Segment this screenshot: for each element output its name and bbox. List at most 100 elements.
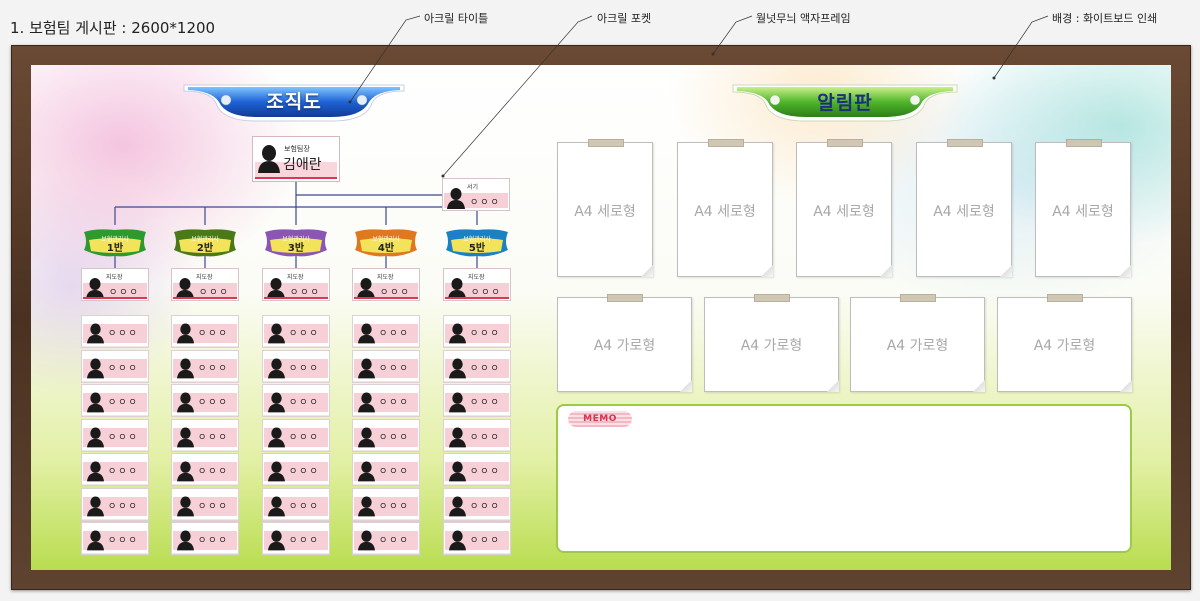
pocket-label: A4 세로형 bbox=[1052, 204, 1114, 220]
pocket-label: A4 가로형 bbox=[740, 338, 803, 354]
member-name: ㅇㅇㅇ bbox=[198, 432, 229, 443]
leader-name: ㅇㅇㅇ bbox=[471, 288, 502, 298]
person-silhouette-icon bbox=[177, 427, 194, 447]
slot-divider bbox=[263, 380, 329, 382]
member-name: ㅇㅇㅇ bbox=[198, 398, 229, 408]
leader-role: 지도장 bbox=[106, 274, 123, 281]
member-name: ㅇㅇㅇ bbox=[198, 467, 229, 477]
pocket-label: A4 가로형 bbox=[593, 338, 656, 354]
tape bbox=[708, 139, 744, 147]
member-slot: ㅇㅇㅇ bbox=[262, 522, 330, 555]
member-slot: ㅇㅇㅇ bbox=[352, 315, 420, 348]
person-silhouette-icon bbox=[258, 145, 280, 173]
slot-divider bbox=[444, 415, 510, 416]
page-curl bbox=[680, 380, 692, 392]
person-silhouette-icon bbox=[449, 530, 466, 551]
a4-portrait-pocket-4: A4 세로형 bbox=[916, 139, 1012, 277]
pocket-label: A4 세로형 bbox=[933, 204, 995, 220]
a4-landscape-pocket-3: A4 가로형 bbox=[850, 294, 985, 392]
member-slot: ㅇㅇㅇ bbox=[81, 418, 149, 452]
slot-divider bbox=[82, 518, 148, 520]
member-slot: ㅇㅇㅇ bbox=[81, 384, 149, 417]
member-slot: ㅇㅇㅇ bbox=[81, 487, 149, 521]
person-silhouette-icon bbox=[358, 358, 375, 378]
callout-acrylic-title: 아크릴 타이틀 bbox=[424, 12, 489, 25]
member-name: ㅇㅇㅇ bbox=[108, 536, 139, 546]
member-name: ㅇㅇㅇ bbox=[470, 398, 501, 408]
person-silhouette-icon bbox=[449, 392, 466, 413]
member-name: ㅇㅇㅇ bbox=[470, 432, 501, 443]
notice-title-plate-shape bbox=[732, 84, 958, 122]
person-silhouette-icon bbox=[268, 358, 285, 378]
a4-landscape-pocket-2: A4 가로형 bbox=[704, 294, 839, 392]
team-badge-shape bbox=[265, 229, 327, 257]
member-slot: ㅇㅇㅇ bbox=[443, 384, 511, 417]
pocket-label: A4 가로형 bbox=[1033, 338, 1096, 354]
person-silhouette-icon bbox=[358, 323, 375, 344]
slot-divider bbox=[444, 449, 510, 451]
member-name: ㅇㅇㅇ bbox=[379, 501, 410, 512]
member-name: ㅇㅇㅇ bbox=[289, 432, 320, 443]
slot-divider bbox=[263, 346, 329, 347]
person-silhouette-icon bbox=[177, 323, 194, 344]
person-silhouette-icon bbox=[268, 427, 285, 447]
card-underline bbox=[264, 297, 328, 299]
member-slot: ㅇㅇㅇ bbox=[81, 349, 149, 383]
tape bbox=[588, 139, 624, 147]
slot-divider bbox=[353, 449, 419, 451]
team-badge-subtitle: 보험관리사 bbox=[191, 235, 219, 243]
person-silhouette-icon bbox=[86, 278, 104, 299]
member-name: ㅇㅇㅇ bbox=[108, 363, 139, 374]
person-silhouette-icon bbox=[87, 427, 104, 447]
leader-dot-acrylic-pocket bbox=[441, 174, 445, 178]
walnut-frame: 조직도 알림판 bbox=[11, 45, 1191, 590]
slot-divider bbox=[172, 449, 238, 451]
person-silhouette-icon bbox=[87, 496, 104, 516]
person-silhouette-icon bbox=[268, 530, 285, 551]
slot-divider bbox=[172, 380, 238, 382]
leader-line-acrylic-pocket bbox=[442, 15, 593, 177]
member-slot: ㅇㅇㅇ bbox=[352, 418, 420, 452]
page-curl bbox=[1120, 380, 1132, 392]
member-name: ㅇㅇㅇ bbox=[108, 398, 139, 408]
slot-divider bbox=[172, 518, 238, 520]
a4-landscape-pocket-1: A4 가로형 bbox=[557, 294, 692, 392]
team-leader-name: 김애란 bbox=[283, 157, 322, 173]
team-badge-name: 3반 bbox=[287, 242, 305, 254]
member-slot: ㅇㅇㅇ bbox=[262, 349, 330, 383]
memo-area: MEMO bbox=[556, 404, 1132, 553]
a4-portrait-pocket-3: A4 세로형 bbox=[796, 139, 892, 277]
memo-tag: MEMO bbox=[568, 411, 632, 427]
member-slot: ㅇㅇㅇ bbox=[262, 384, 330, 417]
team-badge-shape bbox=[174, 229, 236, 257]
member-name: ㅇㅇㅇ bbox=[108, 329, 139, 339]
person-silhouette-icon bbox=[268, 496, 285, 516]
person-silhouette-icon bbox=[177, 358, 194, 378]
page-curl bbox=[973, 380, 985, 392]
member-name: ㅇㅇㅇ bbox=[198, 536, 229, 546]
slot-divider bbox=[172, 415, 238, 416]
leader-line-acrylic-title bbox=[349, 15, 421, 103]
member-slot: ㅇㅇㅇ bbox=[171, 315, 239, 348]
member-slot: ㅇㅇㅇ bbox=[443, 315, 511, 348]
tape bbox=[754, 294, 790, 302]
member-slot: ㅇㅇㅇ bbox=[262, 453, 330, 486]
member-slot: ㅇㅇㅇ bbox=[443, 522, 511, 555]
leader-dot-acrylic-title bbox=[348, 100, 352, 104]
member-slot: ㅇㅇㅇ bbox=[443, 453, 511, 486]
leader-dot-background bbox=[992, 76, 996, 80]
org-chart-connectors bbox=[114, 182, 478, 268]
member-slot: ㅇㅇㅇ bbox=[262, 487, 330, 521]
member-slot: ㅇㅇㅇ bbox=[352, 487, 420, 521]
member-slot: ㅇㅇㅇ bbox=[81, 522, 149, 555]
member-name: ㅇㅇㅇ bbox=[198, 329, 229, 339]
leader-name: ㅇㅇㅇ bbox=[109, 288, 140, 298]
person-silhouette-icon bbox=[268, 461, 285, 482]
team-badge-name: 1반 bbox=[106, 242, 124, 254]
team-badge-subtitle: 보험관리사 bbox=[372, 235, 400, 243]
